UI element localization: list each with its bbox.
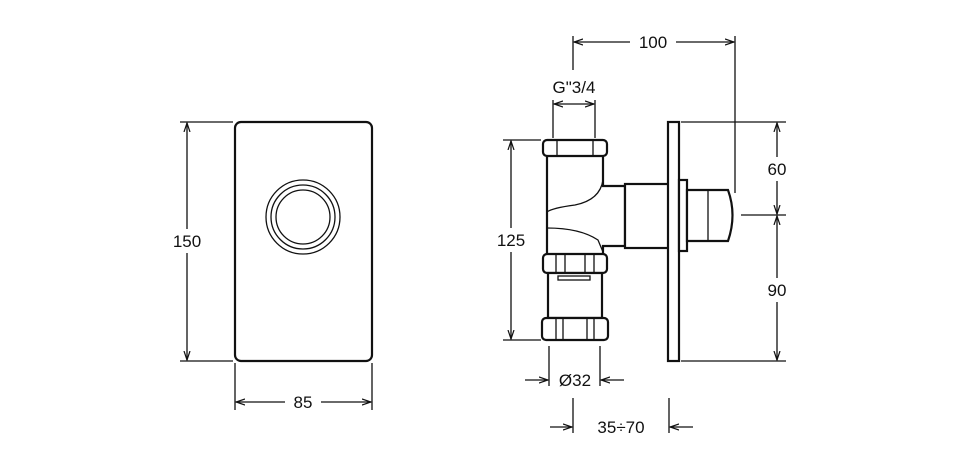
push-button-outer-ring [265,179,341,255]
dimension-upper-offset-label: 60 [768,160,787,179]
dimension-wall-range-label: 35÷70 [597,418,644,437]
thread-size-label: G"3/4 [553,78,596,97]
push-button-side [685,188,734,243]
side-view: 100 G"3/4 125 60 90 Ø32 35÷70 [490,30,796,437]
body-contour [546,227,604,253]
push-button-mid-ring [270,184,336,250]
cartridge-cylinder [623,182,672,250]
dimension-diameter-label: Ø32 [559,371,591,390]
front-view: 150 85 [168,120,374,414]
dimension-lower-offset-label: 90 [768,281,787,300]
cover-plate [233,120,374,363]
valve-body [545,153,627,257]
dimension-width-label: 85 [294,393,313,412]
top-nut [541,138,609,158]
wall-plate [666,120,681,363]
flange [677,178,689,253]
dimension-height-label: 150 [173,232,201,251]
dimension-body-height-label: 125 [497,231,525,250]
bottom-nut [540,316,610,342]
push-button [275,189,331,245]
body-contour [546,179,604,213]
middle-nut [541,252,609,275]
dimension-depth-label: 100 [639,33,667,52]
